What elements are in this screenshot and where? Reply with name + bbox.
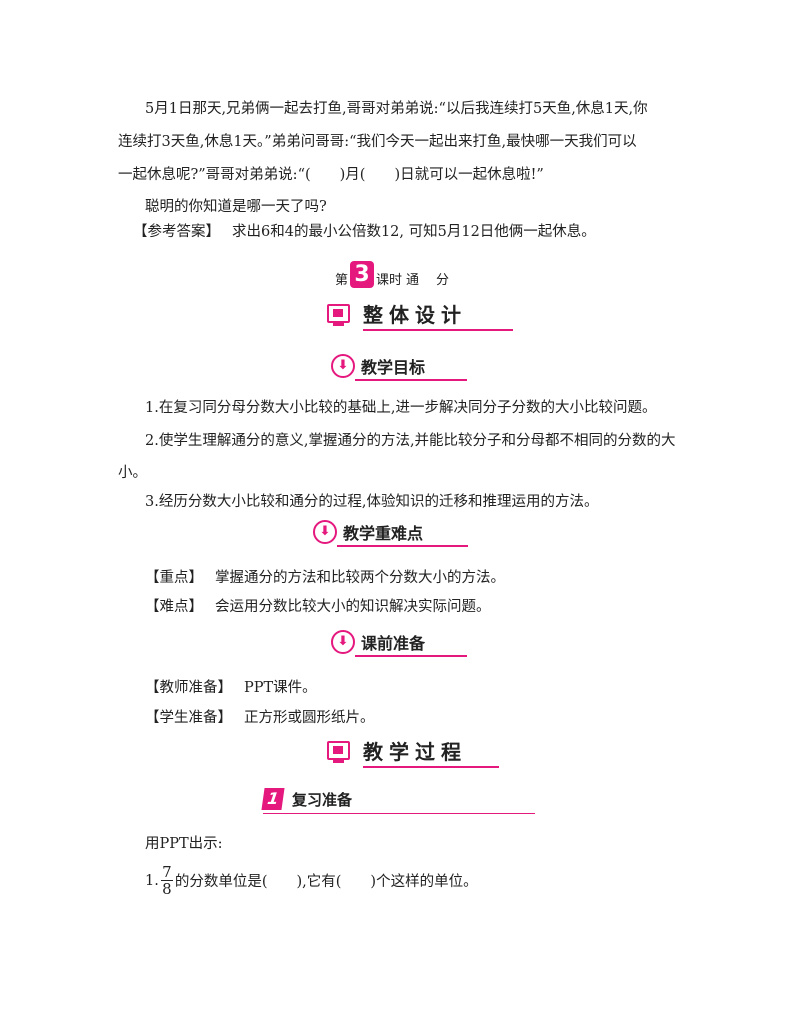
review-question-1: 1. 7 8 的分数单位是( ),它有( )个这样的单位。 [145,864,478,897]
teacher-prep-tag: 【教师准备】 [145,680,232,696]
answer-line: 【参考答案】求出6和4的最小公倍数12, 可知5月12日他俩一起休息。 [133,221,596,243]
section-title: 整体设计 [363,303,467,327]
down-arrow-circle-icon: ⬇ [331,630,355,654]
lesson-title: 第 3 课时 通 分 [335,258,451,288]
fraction: 7 8 [160,863,173,898]
lesson-topic: 通 分 [406,273,452,288]
intro-question: 聪明的你知道是哪一天了吗? [145,199,327,215]
down-arrow-circle-icon: ⬇ [313,520,337,544]
monitor-stand [333,323,344,326]
section-overall-design: 整体设计 [327,301,517,335]
fraction-denominator: 8 [162,880,172,898]
monitor-stand [333,760,344,763]
fraction-bar [160,880,173,881]
section-rule [355,655,467,657]
difficulty-line: 【难点】会运用分数比较大小的知识解决实际问题。 [145,596,491,618]
lesson-suffix: 课时 [376,273,403,288]
intro-line-3: 一起休息呢?”哥哥对弟弟说:“( )月( )日就可以一起休息啦!” [118,167,544,183]
section-prep: ⬇ 课前准备 [331,630,471,662]
section-rule [355,379,467,381]
intro-line-2: 连续打3天鱼,休息1天。”弟弟问哥哥:“我们今天一起出来打鱼,最快哪一天我们可以 [118,134,637,150]
section-title: 复习准备 [292,791,353,809]
section-rule [263,813,535,814]
monitor-icon [327,304,350,323]
lesson-number-badge: 3 [350,261,375,288]
question-text: 的分数单位是( ),它有( )个这样的单位。 [174,874,478,890]
review-intro: 用PPT出示: [145,836,223,852]
section-review: 1 复习准备 [261,788,535,818]
focus-text: 掌握通分的方法和比较两个分数大小的方法。 [215,570,505,586]
teacher-prep-line: 【教师准备】 PPT课件。 [145,677,317,699]
intro-line-1: 5月1日那天,兄弟俩一起去打鱼,哥哥对弟弟说:“以后我连续打5天鱼,休息1天,你 [145,101,648,117]
section-title: 教学重难点 [343,524,424,543]
section-rule [363,766,499,768]
section-rule [337,545,468,547]
answer-text: 求出6和4的最小公倍数12, 可知5月12日他俩一起休息。 [232,224,596,240]
fraction-numerator: 7 [162,863,172,881]
focus-line: 【重点】掌握通分的方法和比较两个分数大小的方法。 [145,567,505,589]
section-title: 教学过程 [363,740,467,764]
focus-tag: 【重点】 [145,570,203,586]
lesson-prefix: 第 [335,273,349,288]
section-key-points: ⬇ 教学重难点 [313,520,473,552]
section-title: 课前准备 [361,634,426,653]
section-number-badge: 1 [261,788,285,810]
section-teaching-process: 教学过程 [327,738,517,772]
difficulty-tag: 【难点】 [145,599,203,615]
monitor-icon [327,741,350,760]
question-number: 1. [145,872,159,889]
section-title: 教学目标 [361,358,426,377]
answer-tag: 【参考答案】 [133,224,220,240]
goal-3: 3.经历分数大小比较和通分的过程,体验知识的迁移和推理运用的方法。 [145,494,599,510]
section-teaching-goals: ⬇ 教学目标 [331,354,471,386]
goal-2-cont: 小。 [118,465,147,481]
section-rule [363,329,513,331]
student-prep-tag: 【学生准备】 [145,710,232,726]
down-arrow-circle-icon: ⬇ [331,354,355,378]
goal-2: 2.使学生理解通分的意义,掌握通分的方法,并能比较分子和分母都不相同的分数的大 [145,433,676,449]
teacher-prep-text: PPT课件。 [244,680,317,696]
student-prep-text: 正方形或圆形纸片。 [244,710,375,726]
difficulty-text: 会运用分数比较大小的知识解决实际问题。 [215,599,491,615]
student-prep-line: 【学生准备】正方形或圆形纸片。 [145,707,375,729]
goal-1: 1.在复习同分母分数大小比较的基础上,进一步解决同分子分数的大小比较问题。 [145,400,657,416]
